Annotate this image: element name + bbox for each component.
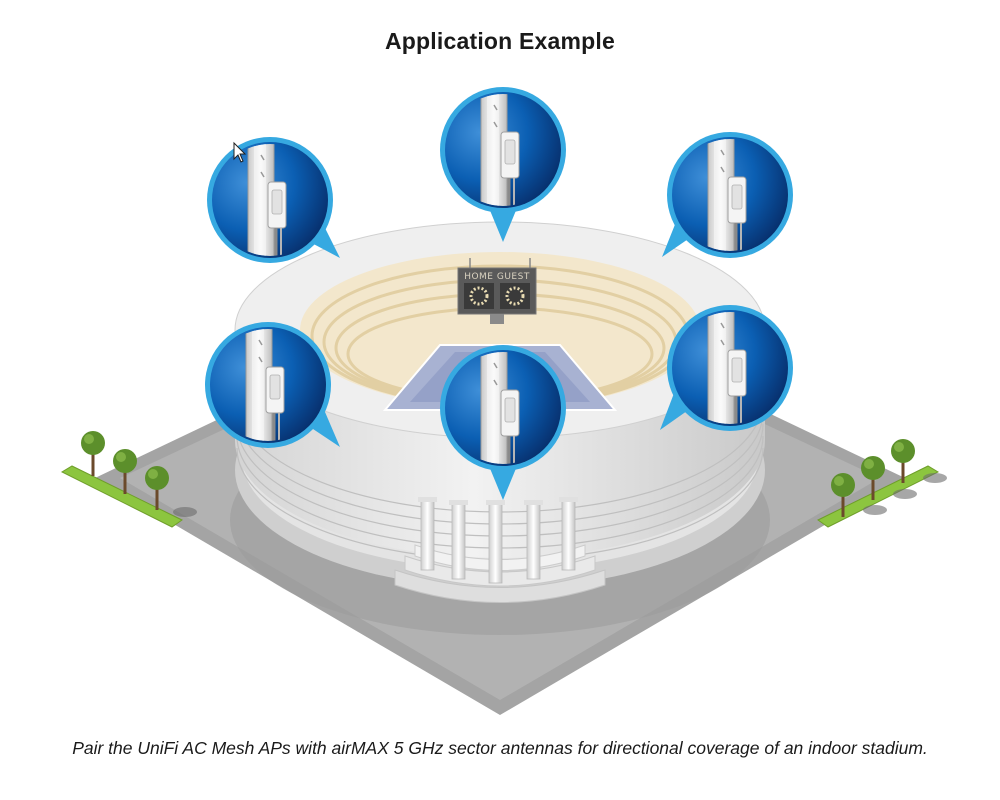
- tree-icon: [861, 456, 885, 500]
- scoreboard-icon: HOME GUEST: [457, 258, 537, 324]
- tree-icon: [81, 431, 105, 476]
- caption: Pair the UniFi AC Mesh APs with airMAX 5…: [72, 738, 928, 758]
- antenna-callout-top-right: [662, 132, 793, 258]
- column-icon: [486, 500, 505, 584]
- tree-icon: [113, 449, 137, 494]
- column-icon: [524, 500, 543, 580]
- column-icon: [559, 497, 578, 571]
- antenna-callout-top-left: [207, 137, 340, 263]
- mouse-cursor-icon: [233, 141, 247, 163]
- entrance-portico: [394, 497, 606, 603]
- tree-icon: [145, 466, 169, 510]
- page-title: Application Example: [384, 28, 615, 54]
- tree-icon: [891, 439, 915, 483]
- antenna-callout-bottom-center: [440, 345, 566, 500]
- column-icon: [449, 500, 468, 580]
- antenna-callout-mid-right: [660, 305, 793, 431]
- column-icon: [418, 497, 437, 571]
- lawn-left: [60, 431, 197, 528]
- lawn-right: [817, 439, 947, 528]
- antenna-callout-mid-left: [205, 322, 340, 448]
- tree-icon: [831, 473, 855, 517]
- scoreboard-label: HOME GUEST: [464, 272, 530, 282]
- antenna-callout-top-center: [440, 87, 566, 242]
